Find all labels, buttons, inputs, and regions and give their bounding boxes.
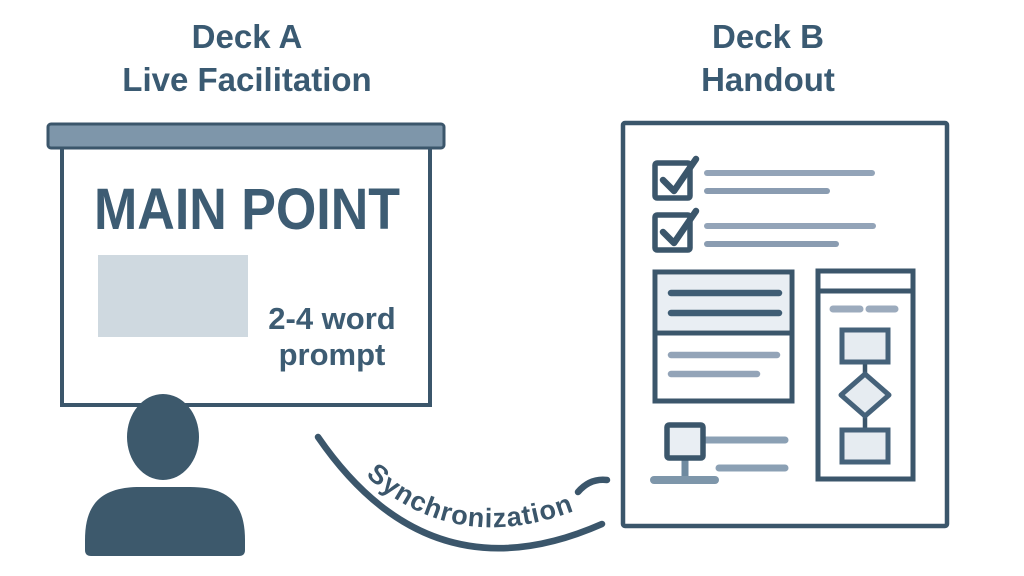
sync-label-textpath: Synchronization [362,457,576,533]
projector-screen-icon: MAIN POINT 2-4 word prompt [46,122,446,407]
deck-a-group: Deck A Live Facilitation MAIN POINT 2-4 … [46,18,446,556]
checkmark-icon [659,155,700,195]
synchronization-connector: Synchronization [314,433,611,552]
person-body [85,487,245,556]
network-node-icon [650,422,789,484]
flowchart-panel-icon [815,268,916,482]
flow-box-bottom [839,427,891,465]
content-card-icon [652,269,795,404]
presenter-person-icon [85,394,245,556]
deck-b-title-line2: Handout [701,61,835,98]
checkbox-item-2 [652,207,876,253]
deck-a-title-line2: Live Facilitation [122,61,371,98]
screen-top-bar [46,122,446,150]
sync-arrow-tick [574,476,611,496]
checkbox-icon [652,160,693,201]
deck-b-title-line1: Deck B [712,18,824,55]
checkbox-item-1 [652,155,875,201]
deck-b-group: Deck B Handout [620,18,950,529]
prompt-text-line2: prompt [279,337,386,372]
checkbox-icon [652,212,693,253]
sync-label: Synchronization [362,457,577,533]
prompt-text-line1: 2-4 word [268,301,395,336]
person-head [127,394,199,480]
deck-a-title-line1: Deck A [192,18,303,55]
node-square [664,422,706,461]
sync-arc [314,433,606,552]
flow-diamond [838,371,892,419]
checkmark-icon [659,207,700,247]
screen-heading: MAIN POINT [94,177,400,242]
flow-box-top [839,327,891,365]
slide-placeholder-block [98,255,248,337]
card-header-fill [658,275,789,330]
handout-document-icon [620,120,950,529]
